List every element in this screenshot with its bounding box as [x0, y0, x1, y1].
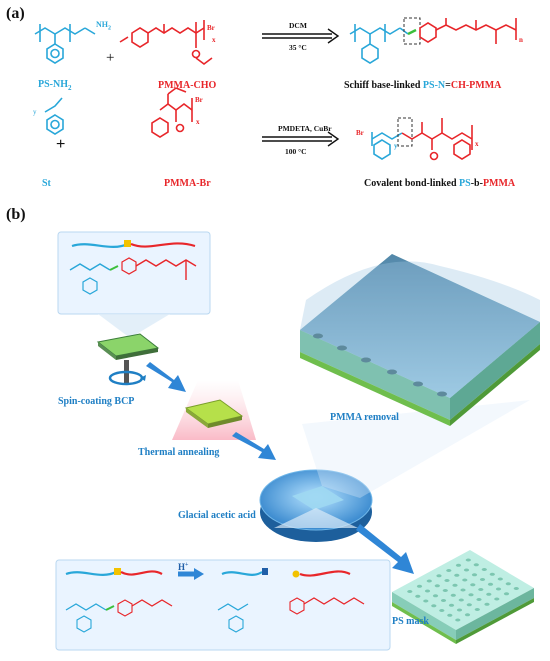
mask-hole	[468, 593, 474, 597]
mask-hole	[436, 574, 442, 578]
block-copolymer-product-structure	[371, 117, 473, 161]
mask-hole	[476, 598, 482, 601]
mask-hole	[431, 604, 437, 608]
process-arrow-3	[356, 524, 414, 574]
mask-hole	[444, 579, 450, 582]
pmma-br-x-label: x	[196, 118, 200, 126]
mask-hole	[446, 569, 452, 572]
mask-hole	[479, 578, 486, 581]
mask-hole	[487, 582, 494, 586]
mask-hole	[452, 583, 458, 587]
pmma-br-br-label: Br	[195, 96, 203, 104]
ps-mask	[392, 550, 534, 644]
mask-hole	[466, 603, 472, 607]
mask-hole	[432, 594, 439, 598]
pmma-removal-label: PMMA removal	[330, 412, 399, 423]
plus-sign-2: +	[56, 136, 65, 153]
mask-hole	[489, 572, 495, 576]
mask-hole	[415, 594, 421, 598]
pmma-removal-block	[300, 254, 540, 426]
mask-hole	[447, 613, 453, 617]
mask-hole	[505, 582, 511, 586]
block-product-name: Covalent bond-linked PS-b-PMMA	[364, 178, 516, 189]
mask-hole	[423, 599, 429, 603]
mask-hole	[470, 583, 476, 587]
spin-coater	[96, 333, 160, 386]
row2-condition-top: PMDETA, CuBr	[278, 124, 332, 133]
mask-hole	[486, 592, 492, 596]
product2-y-label: y	[394, 142, 398, 150]
mask-hole	[495, 587, 502, 591]
mask-hole	[465, 558, 471, 562]
annealed-film	[172, 380, 256, 440]
product2-br-label: Br	[356, 129, 364, 137]
mask-hole	[474, 608, 480, 611]
process-arrow-2	[232, 432, 276, 460]
mask-hole	[442, 589, 448, 592]
mask-hole	[407, 590, 413, 593]
bcp-chain-inset	[57, 231, 211, 315]
mask-hole	[513, 587, 519, 590]
mask-hole	[416, 584, 423, 588]
acid-cleavage-inset	[55, 508, 391, 651]
styrene-y-label: y	[33, 108, 37, 116]
ps-nh2-name: PS-NH2	[38, 79, 72, 92]
pmma-br-name: PMMA-Br	[164, 178, 211, 189]
ps-nh2-structure	[34, 24, 96, 64]
row1-condition-bottom: 35 °C	[289, 43, 307, 52]
mask-hole	[460, 588, 466, 592]
thermal-annealing-label: Thermal annealing	[138, 447, 220, 458]
mask-hole	[458, 598, 464, 602]
mask-hole	[471, 573, 478, 577]
mask-hole	[424, 589, 431, 593]
pmma-cho-x-label: x	[212, 36, 216, 44]
row1-condition-top: DCM	[289, 21, 307, 30]
row2-condition-bottom: 100 °C	[285, 147, 307, 156]
process-arrow-1	[146, 362, 186, 392]
mask-hole	[454, 573, 460, 577]
pmma-cho-structure	[119, 20, 213, 65]
mask-hole	[463, 568, 470, 572]
mask-hole	[456, 608, 463, 612]
mask-hole	[497, 577, 503, 581]
nh2-group-label: NH2	[96, 20, 111, 32]
pmma-cho-name: PMMA-CHO	[158, 80, 217, 91]
styrene-name: St	[42, 178, 51, 189]
panel-b-label: (b)	[6, 206, 26, 223]
mask-hole	[462, 578, 468, 582]
mask-hole	[450, 593, 456, 597]
product2-x-label: x	[475, 140, 479, 148]
mask-hole	[473, 563, 479, 567]
styrene-structure	[44, 97, 64, 135]
glacial-acetic-acid-label: Glacial acetic acid	[178, 510, 256, 521]
proton-label: H+	[178, 562, 189, 572]
product1-n-label: n	[519, 36, 523, 44]
mask-hole	[440, 599, 447, 602]
petri-dish	[259, 469, 373, 542]
mask-hole	[455, 563, 462, 567]
mask-hole	[448, 603, 455, 607]
pmma-cho-br-label: Br	[207, 24, 215, 32]
panel-a-label: (a)	[6, 5, 25, 22]
mask-hole	[503, 592, 510, 596]
mask-hole	[464, 613, 471, 617]
ps-mask-label: PS mask	[392, 616, 429, 627]
schiff-product-structure	[349, 17, 517, 64]
mask-hole	[481, 568, 487, 571]
plus-sign-row1: +	[106, 50, 115, 66]
mask-hole	[478, 588, 484, 591]
mask-hole	[484, 602, 490, 606]
mask-hole	[494, 597, 500, 601]
mask-hole	[439, 609, 445, 612]
mask-hole	[426, 579, 432, 583]
pmma-br-structure	[151, 87, 193, 138]
mask-hole	[455, 618, 461, 622]
spin-coating-label: Spin-coating BCP	[58, 396, 135, 407]
schiff-product-name: Schiff base-linked PS-N=CH-PMMA	[344, 80, 502, 91]
mask-hole	[434, 584, 440, 588]
